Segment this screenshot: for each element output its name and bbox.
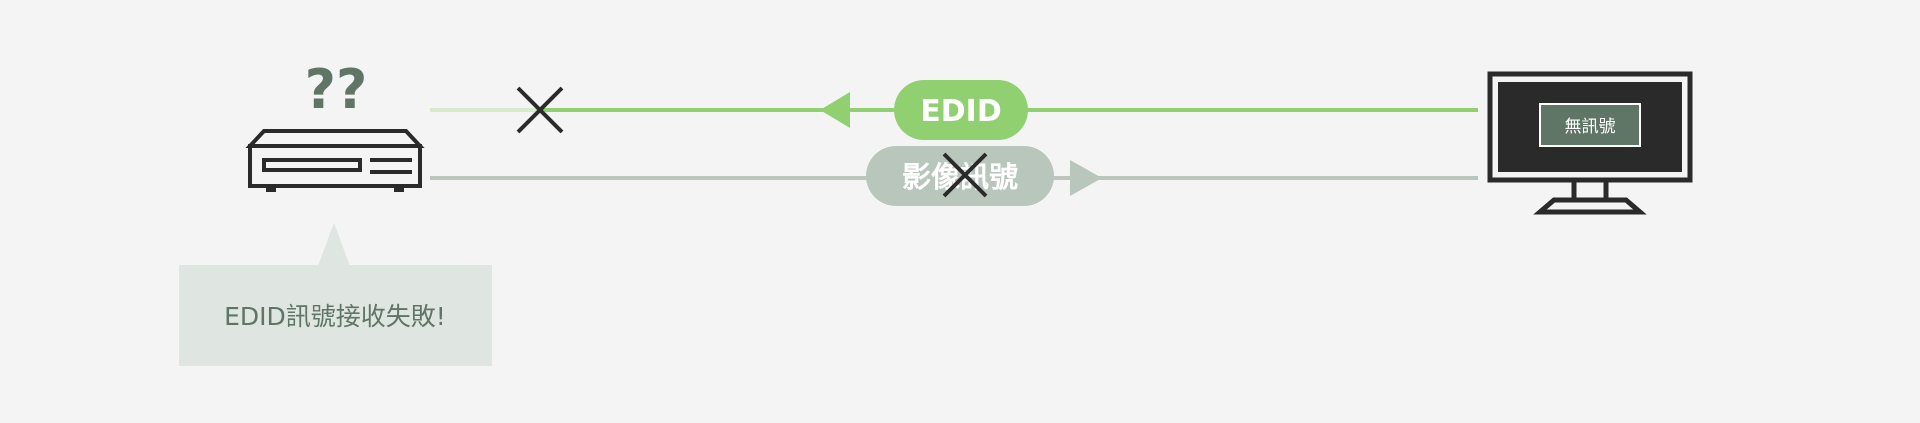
edid-arrow-left-icon [820, 92, 850, 128]
no-signal-text: 無訊號 [1565, 117, 1616, 137]
edid-link: EDID [430, 80, 1478, 140]
video-fail-x-icon [942, 152, 988, 198]
player-device-icon [245, 129, 425, 188]
video-link: 影像訊號 [430, 146, 1478, 206]
device-foot-left [266, 186, 276, 192]
device-foot-right [394, 186, 404, 192]
video-label: 影像訊號 [902, 160, 1018, 194]
error-callout: EDID訊號接收失敗! [179, 223, 492, 366]
edid-pill [894, 80, 1028, 140]
callout-text: EDID訊號接收失敗! [224, 302, 446, 331]
video-pill [866, 146, 1054, 206]
edid-label: EDID [920, 94, 1001, 129]
monitor-stand [1533, 177, 1647, 215]
unknown-status-symbol: ?? [305, 58, 368, 121]
display-monitor: 無訊號 [1487, 71, 1693, 215]
callout-pointer [318, 223, 350, 266]
callout-box [179, 265, 492, 366]
source-device: ?? [245, 58, 425, 192]
video-arrow-right-icon [1070, 160, 1102, 196]
edid-fail-x-icon [516, 86, 564, 134]
no-signal-badge [1539, 103, 1641, 147]
